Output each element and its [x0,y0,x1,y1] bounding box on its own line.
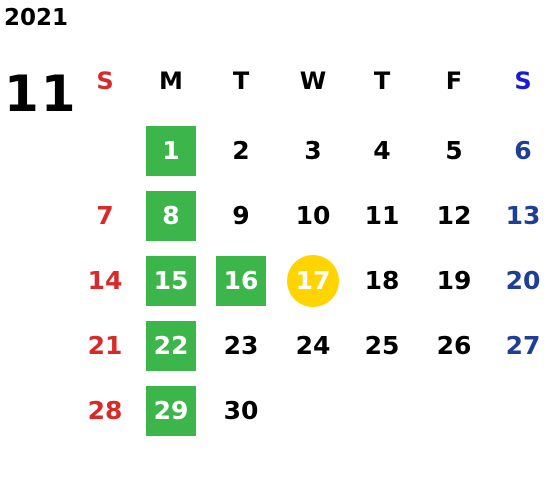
weekday-header: M [159,67,183,95]
highlighted-day-box [146,126,196,176]
day-cell[interactable]: 7 [96,201,114,230]
day-cell[interactable]: 11 [364,201,400,230]
highlighted-day-box [146,256,196,306]
day-cell[interactable]: 29 [153,396,189,425]
day-cell[interactable]: 10 [295,201,331,230]
day-cell[interactable]: 24 [295,331,331,360]
weekday-header: T [373,67,391,95]
day-cell[interactable]: 26 [436,331,472,360]
day-cell[interactable]: 25 [364,331,400,360]
day-cell-today[interactable]: 17 [295,266,331,295]
day-cell[interactable]: 15 [153,266,189,295]
day-cell[interactable]: 13 [505,201,541,230]
day-cell[interactable]: 27 [505,331,541,360]
day-cell[interactable]: 2 [232,136,250,165]
day-cell[interactable]: 9 [232,201,250,230]
weekday-header: F [445,67,463,95]
day-cell[interactable]: 18 [364,266,400,295]
day-cell[interactable]: 30 [223,396,259,425]
day-cell[interactable]: 1 [162,136,180,165]
day-cell[interactable]: 14 [87,266,123,295]
weekday-header: W [299,67,327,95]
day-cell[interactable]: 19 [436,266,472,295]
day-cell[interactable]: 16 [223,266,259,295]
today-marker [287,255,339,307]
highlighted-day-box [216,256,266,306]
day-cell[interactable]: 5 [445,136,463,165]
day-cell[interactable]: 6 [514,136,532,165]
year-label: 2021 [4,5,69,31]
weekday-header: T [232,67,250,95]
weekday-header: S [96,67,114,95]
day-cell[interactable]: 22 [153,331,189,360]
day-cell[interactable]: 12 [436,201,472,230]
highlighted-day-box [146,191,196,241]
highlighted-day-box [146,321,196,371]
day-cell[interactable]: 8 [162,201,180,230]
day-cell[interactable]: 28 [87,396,123,425]
day-cell[interactable]: 4 [373,136,391,165]
month-number: 11 [4,65,78,123]
highlighted-day-box [146,386,196,436]
day-cell[interactable]: 21 [87,331,123,360]
day-cell[interactable]: 20 [505,266,541,295]
day-cell[interactable]: 23 [223,331,259,360]
day-cell[interactable]: 3 [304,136,322,165]
weekday-header: S [514,67,532,95]
